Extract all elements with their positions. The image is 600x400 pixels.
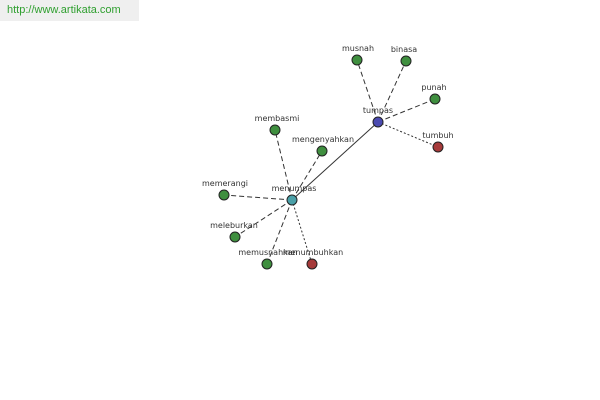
node-label-memerangi[interactable]: memerangi bbox=[202, 179, 248, 188]
edge-tumpas-tumbuh bbox=[377, 121, 439, 148]
node-tumbuh[interactable] bbox=[432, 141, 444, 153]
node-menumpas[interactable] bbox=[286, 194, 298, 206]
edge-menumpas-meleburkan bbox=[234, 199, 293, 238]
edge-tumpas-punah bbox=[377, 98, 436, 123]
node-binasa[interactable] bbox=[400, 55, 412, 67]
edge-menumpas-memusnahkan bbox=[266, 199, 293, 265]
node-label-punah[interactable]: punah bbox=[421, 83, 446, 92]
node-label-menumbuhkan[interactable]: menumbuhkan bbox=[283, 248, 343, 257]
node-label-mengenyahkan[interactable]: mengenyahkan bbox=[292, 135, 354, 144]
node-menumbuhkan[interactable] bbox=[306, 258, 318, 270]
edge-menumpas-menumbuhkan bbox=[291, 199, 313, 265]
node-meleburkan[interactable] bbox=[229, 231, 241, 243]
node-membasmi[interactable] bbox=[269, 124, 281, 136]
node-punah[interactable] bbox=[429, 93, 441, 105]
graph-edges bbox=[223, 59, 439, 265]
edge-tumpas-menumpas bbox=[291, 121, 379, 201]
edge-menumpas-mengenyahkan bbox=[291, 150, 323, 201]
edge-menumpas-membasmi bbox=[274, 129, 293, 201]
source-url-text[interactable]: http://www.artikata.com bbox=[7, 4, 121, 16]
node-mengenyahkan[interactable] bbox=[316, 145, 328, 157]
node-label-tumpas[interactable]: tumpas bbox=[363, 106, 393, 115]
edge-menumpas-memerangi bbox=[223, 194, 293, 201]
node-memusnahkan[interactable] bbox=[261, 258, 273, 270]
node-label-membasmi[interactable]: membasmi bbox=[255, 114, 300, 123]
source-url-label[interactable]: http://www.artikata.com bbox=[0, 0, 139, 21]
graph-labels: tumpas menumpas musnah binasa punah tumbuh mem… bbox=[202, 44, 454, 257]
node-memerangi[interactable] bbox=[218, 189, 230, 201]
edge-tumpas-musnah bbox=[356, 59, 379, 123]
node-label-tumbuh[interactable]: tumbuh bbox=[422, 131, 453, 140]
node-tumpas[interactable] bbox=[372, 116, 384, 128]
node-label-menumpas[interactable]: menumpas bbox=[272, 184, 317, 193]
node-label-musnah[interactable]: musnah bbox=[342, 44, 374, 53]
node-label-memusnahkan[interactable]: memusnahkan bbox=[238, 248, 297, 257]
edge-tumpas-binasa bbox=[377, 60, 407, 123]
node-musnah[interactable] bbox=[351, 54, 363, 66]
graph-nodes bbox=[218, 54, 444, 270]
node-label-meleburkan[interactable]: meleburkan bbox=[210, 221, 258, 230]
node-label-binasa[interactable]: binasa bbox=[391, 45, 417, 54]
